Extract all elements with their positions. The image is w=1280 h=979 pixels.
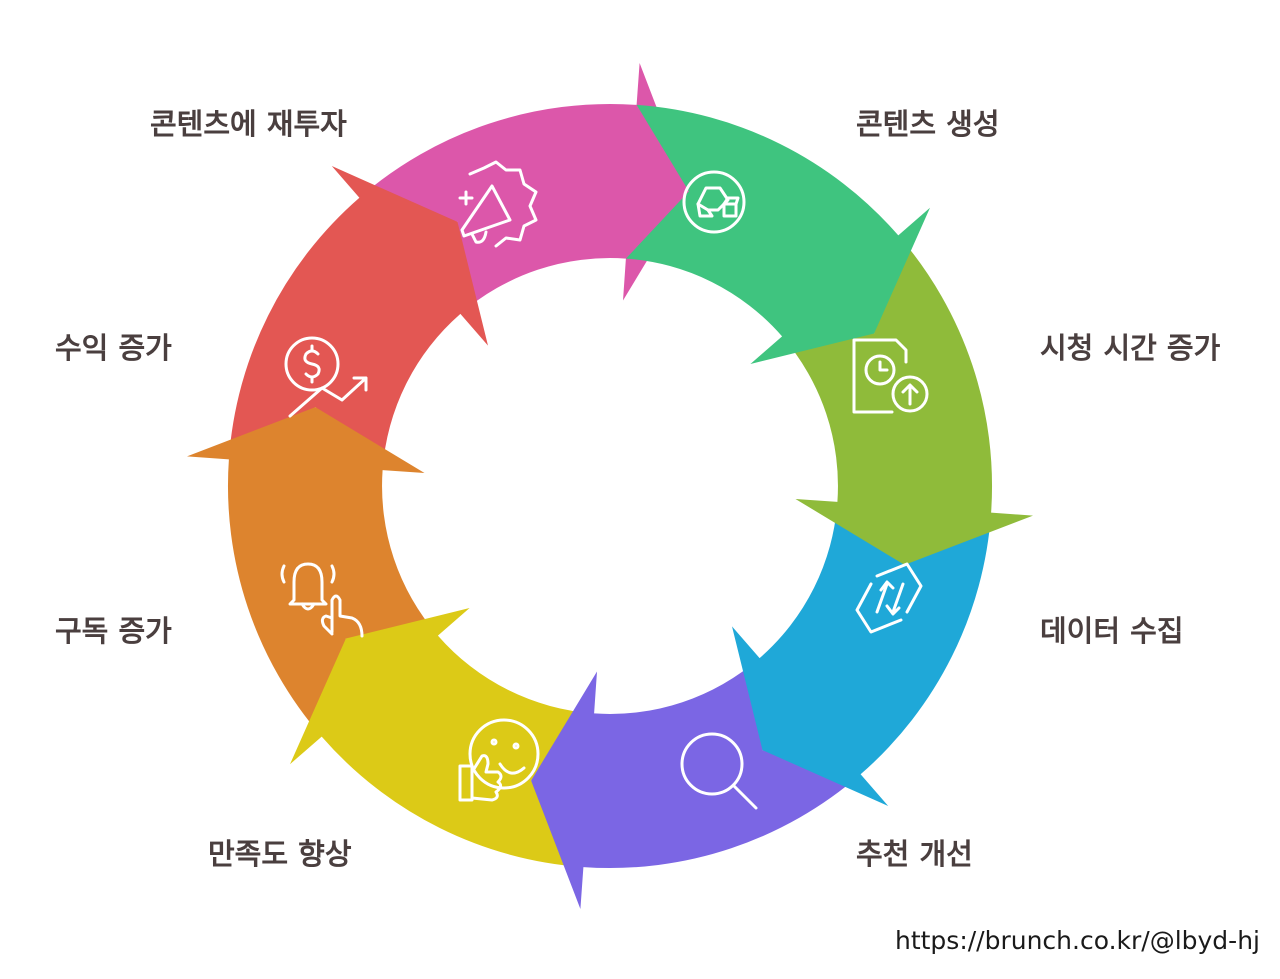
clock-document-icon: [852, 338, 929, 414]
step-label-reinvest: 콘텐츠에 재투자: [150, 107, 347, 141]
step-label-satisfaction: 만족도 향상: [208, 837, 352, 871]
step-label-watch-time: 시청 시간 증가: [1040, 331, 1221, 365]
money-growth-icon: [284, 336, 368, 418]
step-label-content-creation: 콘텐츠 생성: [856, 107, 1000, 141]
step-label-recommendation: 추천 개선: [856, 837, 973, 871]
data-exchange-icon: [855, 562, 923, 634]
watermark-url: https://brunch.co.kr/@lbyd-hj: [894, 926, 1260, 955]
cycle-arrow-segment-6: [187, 407, 438, 737]
cycle-arrow-segment-2: [782, 235, 1033, 565]
cycle-arrow-segment-8: [359, 63, 689, 314]
cubes-icon: [682, 170, 746, 234]
bell-tap-icon: [280, 562, 364, 638]
step-label-data-collection: 데이터 수집: [1040, 614, 1184, 648]
smile-thumbs-up-icon: [458, 718, 540, 802]
cycle-arrow-segment-7: [228, 166, 488, 471]
megaphone-icon: [458, 160, 538, 248]
step-label-subscription: 구독 증가: [55, 614, 172, 648]
magnifier-icon: [680, 732, 758, 810]
cycle-arrow-segment-5: [290, 608, 595, 868]
cycle-arrow-segment-4: [531, 658, 861, 909]
cycle-arrow-segment-1: [625, 104, 930, 365]
step-label-revenue: 수익 증가: [55, 331, 172, 365]
cycle-arrow-segment-3: [732, 501, 992, 806]
